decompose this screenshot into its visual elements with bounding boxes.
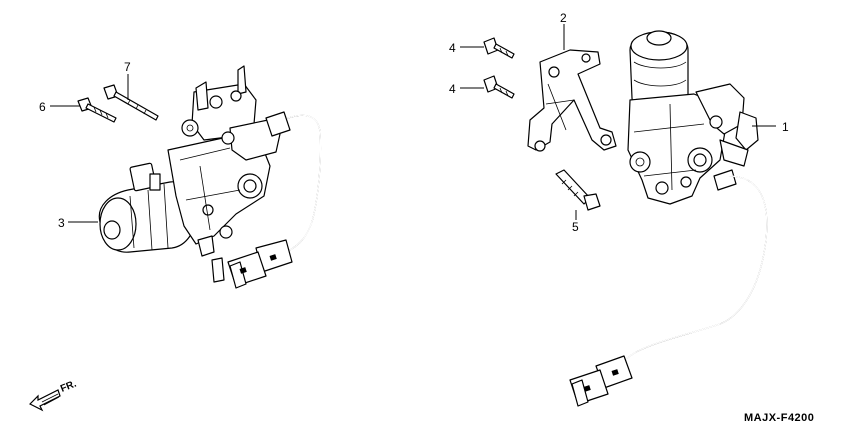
front-direction-arrow-icon	[28, 389, 61, 412]
wire-harness-left	[265, 111, 322, 251]
front-direction-label: FR.	[59, 378, 78, 394]
wire-harness-right	[615, 175, 768, 369]
callout-5: 5	[572, 220, 579, 234]
callout-4-lower: 4	[449, 82, 456, 96]
callout-2: 2	[560, 11, 567, 25]
callout-4-top: 4	[449, 41, 456, 55]
connector-left	[227, 239, 293, 289]
leader-lines	[50, 24, 776, 223]
callout-3: 3	[58, 216, 65, 230]
callout-7: 7	[124, 60, 131, 74]
bracket-2	[527, 49, 617, 152]
modulator-assembly-right	[627, 30, 759, 205]
bolt-7	[103, 84, 159, 121]
bolt-6	[77, 97, 117, 123]
connector-right	[569, 355, 633, 407]
callout-6: 6	[39, 100, 46, 114]
diagram-code: MAJX-F4200	[744, 412, 814, 424]
bolt-5	[555, 169, 601, 211]
bolt-4-top	[483, 37, 515, 59]
bolt-4-lower	[483, 75, 515, 99]
callout-1: 1	[782, 120, 789, 134]
